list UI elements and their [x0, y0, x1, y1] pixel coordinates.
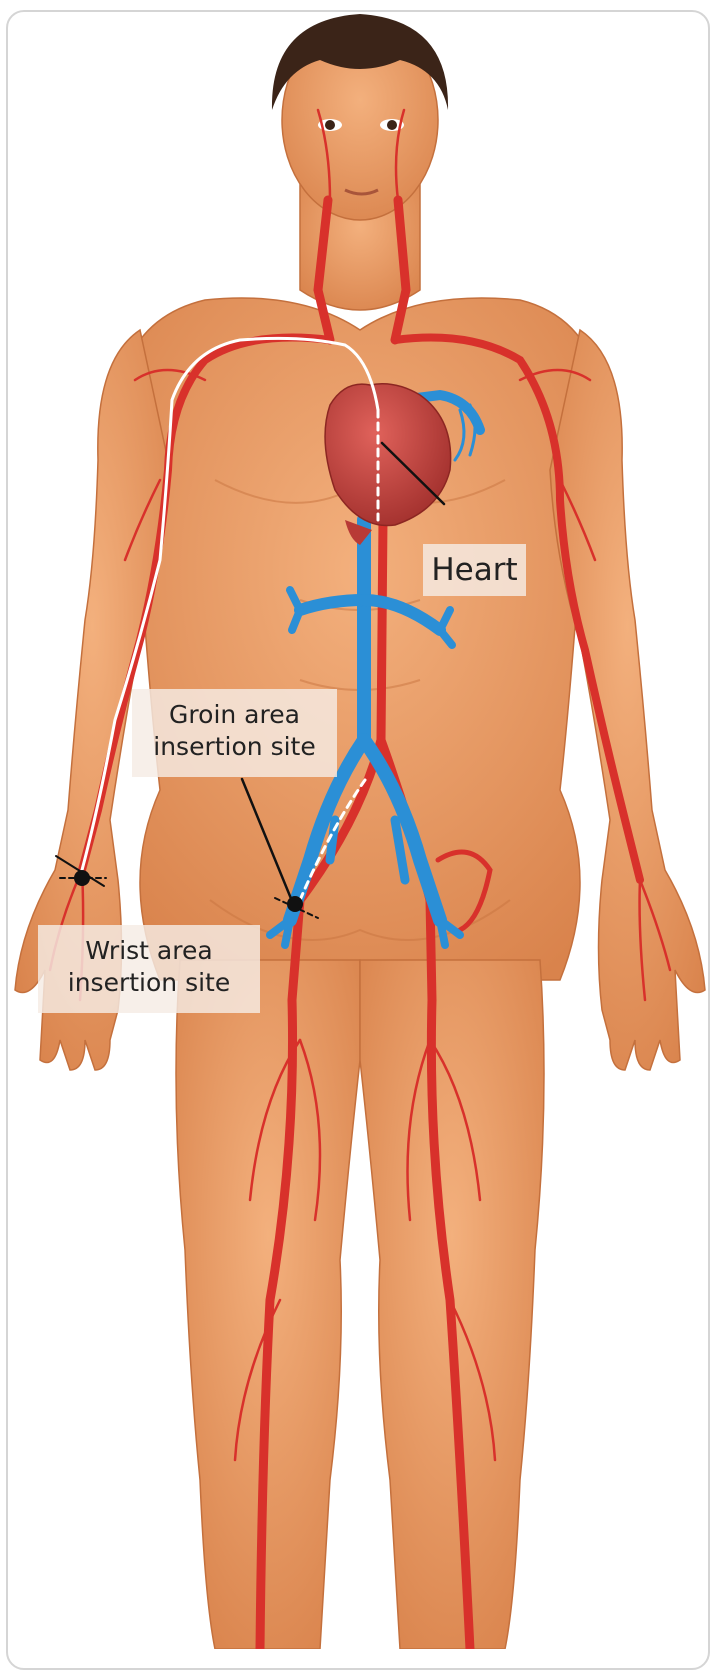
wrist-label-line2: insertion site [38, 967, 260, 999]
groin-insertion-marker [287, 896, 303, 912]
wrist-insertion-marker [74, 870, 90, 886]
heart-label: Heart [423, 544, 526, 596]
wrist-insertion-label: Wrist area insertion site [38, 925, 260, 1013]
groin-insertion-label: Groin area insertion site [132, 689, 337, 777]
head [272, 14, 448, 220]
groin-label-line2: insertion site [132, 731, 337, 763]
wrist-label-line1: Wrist area [38, 935, 260, 967]
groin-label-line1: Groin area [132, 699, 337, 731]
